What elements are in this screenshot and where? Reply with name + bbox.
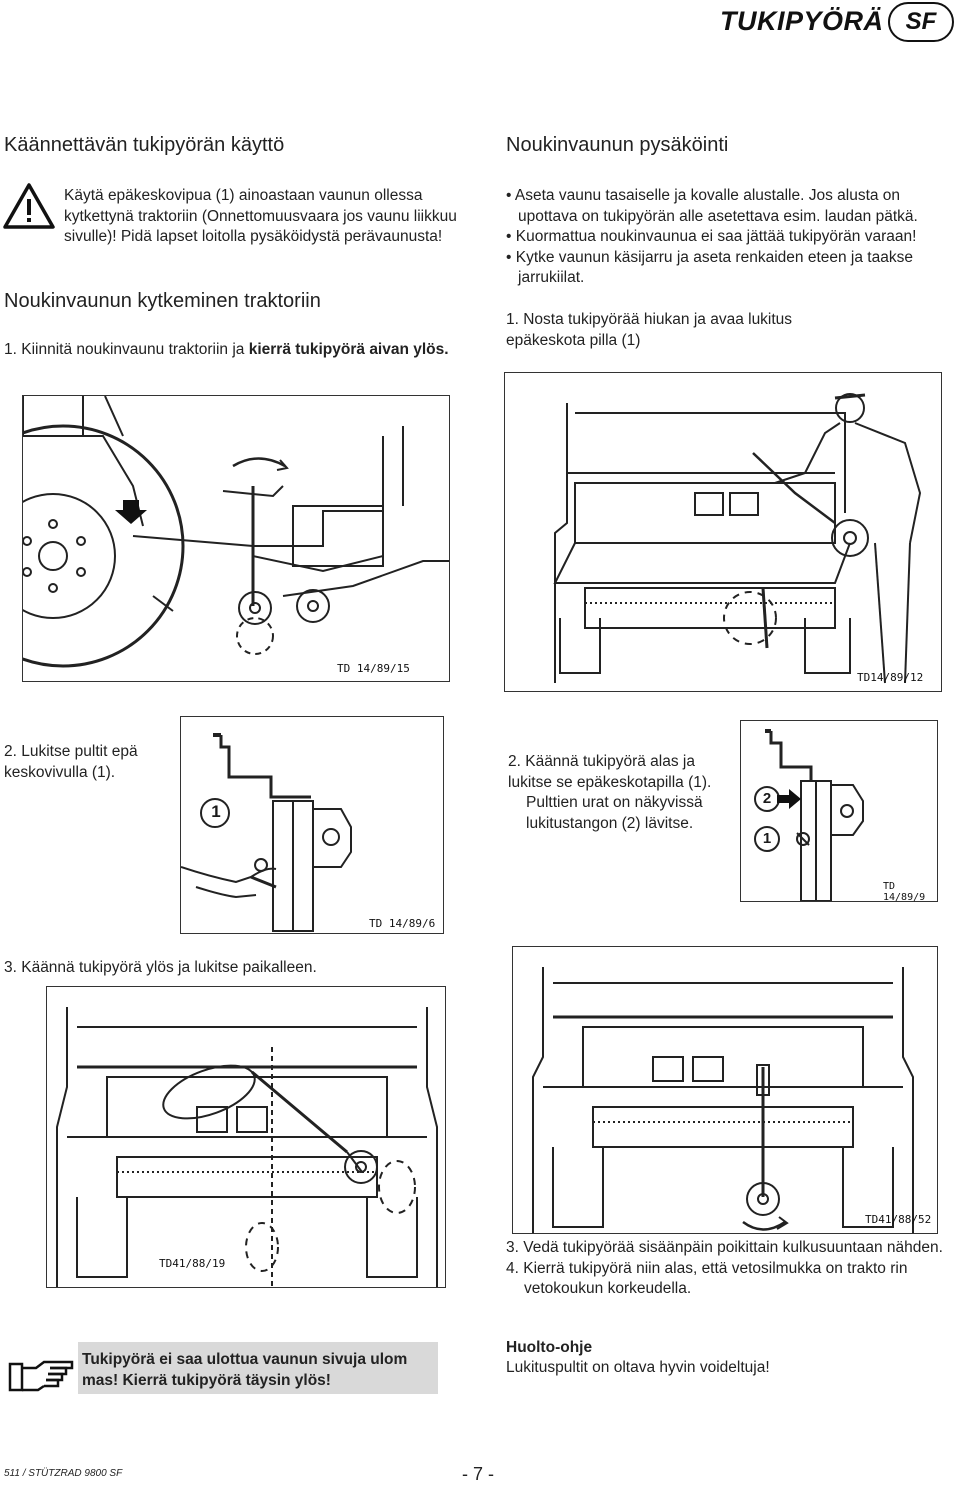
left-step1-bold: kierrä tukipyörä aivan ylös.: [248, 341, 449, 358]
maintenance-title: Huolto-ohje: [506, 1339, 593, 1356]
step3-left: 3. Käännä tukipyörä ylös ja lukitse paik…: [4, 959, 317, 976]
figure-code-label: TD 14/89/15: [337, 662, 410, 675]
right-step2-a: 2. Käännä tukipyörä alas ja lukitse se e…: [508, 753, 712, 791]
callout-number: 1: [762, 830, 772, 847]
figure-wheel-down: TD41/88/52: [512, 946, 938, 1234]
wheel-down-drawing: [532, 967, 914, 1233]
step3-right: 3. Vedä tukipyörää sisäänpäin poikittain…: [506, 1239, 943, 1256]
left-step1-prefix: 1. Kiinnitä noukinvaunu traktoriin ja: [4, 341, 249, 358]
lock-rod-drawing: [754, 729, 864, 901]
callout-number: 2: [762, 790, 772, 807]
lock-bolts-drawing: [181, 733, 352, 932]
figure-code-label: TD 14/89/9: [883, 881, 926, 902]
figure-wheel-up: TD41/88/19: [46, 986, 446, 1288]
warning-note: Tukipyörä ei saa ulottua vaunun sivuja u…: [78, 1342, 438, 1394]
warning-text: Käytä epäkeskovipua (1) ainoastaan vaunu…: [64, 187, 457, 245]
language-badge: SF: [888, 2, 954, 42]
parking-bullets: Aseta vaunu tasaiselle ja kovalle alusta…: [506, 186, 954, 289]
lifting-wheel-drawing: [553, 393, 922, 684]
figure-code-label: TD14/89/12: [857, 671, 924, 684]
maintenance-text: Lukituspultit on oltava hyvin voideltuja…: [506, 1359, 770, 1376]
wheel-up-drawing: [56, 1007, 438, 1287]
right-step2: 2. Käännä tukipyörä alas ja lukitse se e…: [508, 752, 736, 834]
left-step2: 2. Lukitse pultit epä keskovivulla (1).: [4, 743, 138, 781]
header-title: TUKIPYÖRÄ: [720, 6, 884, 36]
left-heading: Käännettävän tukipyörän käyttö: [4, 134, 285, 156]
callout-number: 1: [211, 802, 221, 821]
right-heading: Noukinvaunun pysäköinti: [506, 134, 729, 156]
steps-right-bottom: 3. Vedä tukipyörää sisäänpäin poikittain…: [506, 1238, 946, 1300]
warning-icon: [2, 182, 56, 235]
figure-code-label: TD41/88/52: [865, 1213, 932, 1226]
figure-lock-bolts: 1 TD 14/89/6: [180, 716, 444, 934]
right-step2-b: Pulttien urat on näkyvissä lukitustangon…: [526, 794, 703, 832]
step4-right: 4. Kierrä tukipyörä niin alas, että veto…: [506, 1259, 908, 1298]
footer-document-code: 511 / STÜTZRAD 9800 SF: [4, 1468, 123, 1479]
figure-lifting-wheel: TD14/89/12: [504, 372, 942, 692]
bullet-item: Kytke vaunun käsijarru ja aseta renkaide…: [506, 248, 954, 289]
tractor-coupling-drawing: [23, 396, 449, 668]
right-step1: 1. Nosta tukipyörää hiukan ja avaa lukit…: [506, 311, 793, 349]
bullet-item: Kuormattua noukinvaunua ei saa jättää tu…: [506, 227, 954, 248]
figure-code-label: TD41/88/19: [159, 1257, 226, 1270]
left-step1: 1. Kiinnitä noukinvaunu traktoriin ja ki…: [4, 340, 464, 361]
figure-code-label: TD 14/89/6: [369, 917, 436, 930]
left-subheading: Noukinvaunun kytkeminen traktoriin: [4, 290, 321, 312]
pointing-hand-icon: [8, 1360, 74, 1399]
page-number: - 7 -: [462, 1464, 495, 1484]
figure-lock-rod: 2 1 TD 14/89/9: [740, 720, 938, 902]
bullet-item: Aseta vaunu tasaiselle ja kovalle alusta…: [506, 186, 954, 227]
figure-tractor-coupling: TD 14/89/15: [22, 395, 450, 682]
